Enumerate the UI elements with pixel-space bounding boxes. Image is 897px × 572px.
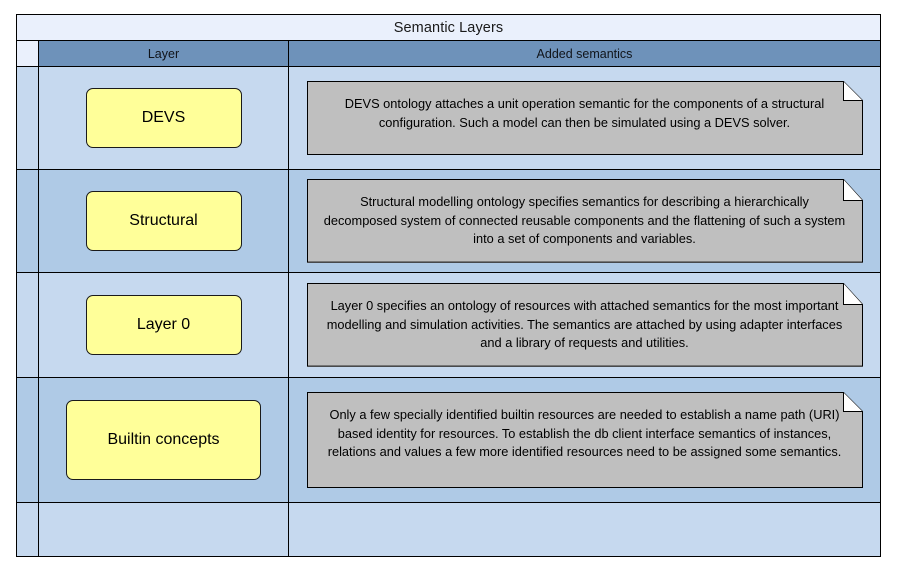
layer-box-label: DEVS xyxy=(141,109,186,126)
note-wrapper: Only a few specially identified builtin … xyxy=(306,392,863,488)
note-wrapper: Layer 0 specifies an ontology of resourc… xyxy=(306,283,863,367)
layer-cell xyxy=(39,503,289,556)
table-row: Structural Structural modelling ontology… xyxy=(17,170,880,273)
column-header-added-semantics-label: Added semantics xyxy=(536,46,633,61)
note-text: Structural modelling ontology specifies … xyxy=(323,194,846,247)
layer-cell: DEVS xyxy=(39,67,289,169)
table-title-row: Semantic Layers xyxy=(17,15,880,41)
layer-box-label: Structural xyxy=(129,212,198,229)
note-wrapper: DEVS ontology attaches a unit operation … xyxy=(306,81,863,155)
layer-cell: Builtin concepts xyxy=(39,378,289,502)
layer-box-layer-0[interactable]: Layer 0 xyxy=(85,295,242,355)
semantic-layers-table: Semantic Layers Layer Added semantics DE… xyxy=(16,14,881,557)
row-gutter-cell xyxy=(17,503,39,556)
table-row: Layer 0 Layer 0 specifies an ontology of… xyxy=(17,273,880,378)
note-text: Layer 0 specifies an ontology of resourc… xyxy=(326,298,843,351)
column-header-layer-label: Layer xyxy=(147,46,180,61)
column-header-added-semantics: Added semantics xyxy=(289,41,880,66)
layer-cell: Layer 0 xyxy=(39,273,289,377)
layer-box-label: Builtin concepts xyxy=(107,431,220,448)
row-gutter-cell xyxy=(17,67,39,169)
note-shape-layer-0: Layer 0 specifies an ontology of resourc… xyxy=(307,283,863,367)
row-gutter-cell xyxy=(17,273,39,377)
semantics-cell: Layer 0 specifies an ontology of resourc… xyxy=(289,273,880,377)
table-body: DEVS DEVS ontology attaches a unit opera… xyxy=(17,67,880,556)
note-text: DEVS ontology attaches a unit operation … xyxy=(344,96,825,130)
table-header-row: Layer Added semantics xyxy=(17,41,880,67)
row-gutter-cell xyxy=(17,170,39,272)
layer-cell: Structural xyxy=(39,170,289,272)
note-shape-structural: Structural modelling ontology specifies … xyxy=(307,179,863,263)
semantics-cell: DEVS ontology attaches a unit operation … xyxy=(289,67,880,169)
page-title: Semantic Layers xyxy=(393,19,504,36)
note-shape-builtin-concepts: Only a few specially identified builtin … xyxy=(307,392,863,488)
note-shape-devs: DEVS ontology attaches a unit operation … xyxy=(307,81,863,155)
semantics-cell: Only a few specially identified builtin … xyxy=(289,378,880,502)
layer-box-builtin-concepts[interactable]: Builtin concepts xyxy=(66,400,261,480)
semantics-cell: Structural modelling ontology specifies … xyxy=(289,170,880,272)
row-gutter-cell xyxy=(17,378,39,502)
table-row-empty xyxy=(17,503,880,556)
table-row: Builtin concepts Only a few specially id… xyxy=(17,378,880,503)
note-wrapper: Structural modelling ontology specifies … xyxy=(306,179,863,263)
layer-box-devs[interactable]: DEVS xyxy=(85,88,242,148)
table-row: DEVS DEVS ontology attaches a unit opera… xyxy=(17,67,880,170)
note-text: Only a few specially identified builtin … xyxy=(327,407,842,460)
layer-box-structural[interactable]: Structural xyxy=(85,191,242,251)
column-header-layer: Layer xyxy=(39,41,289,66)
semantics-cell xyxy=(289,503,880,556)
layer-box-label: Layer 0 xyxy=(136,316,191,333)
header-gutter-cell xyxy=(17,41,39,66)
